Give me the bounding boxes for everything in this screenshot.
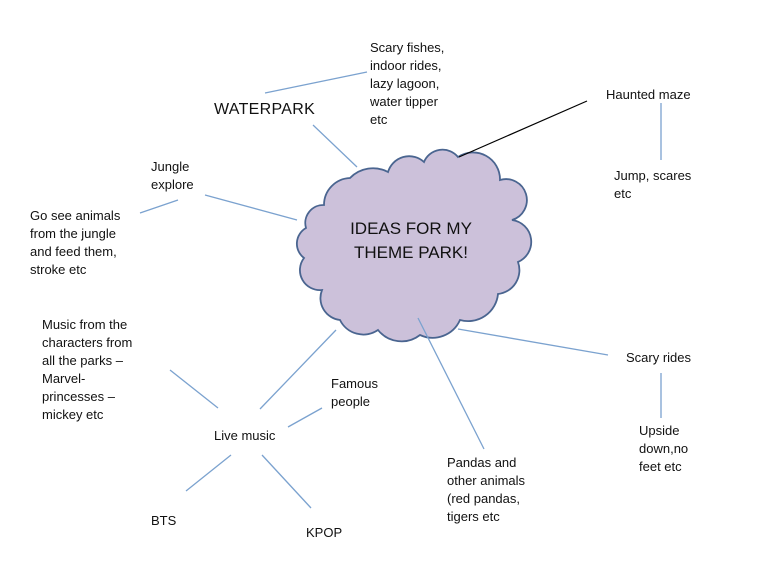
line-music-details [169,369,219,409]
label-jungle-details: Go see animals from the jungle and feed … [30,208,121,277]
cloud-fill [296,149,532,342]
line-cloud-pandas [417,317,485,450]
line-jungle-cloud [204,194,298,221]
line-waterpark-details [264,71,368,94]
label-pandas: Pandas and other animals (red pandas, ti… [447,455,526,524]
label-bts: BTS [151,513,177,528]
line-famous-people [287,407,323,428]
label-famous-people: Famous people [331,376,378,409]
label-scary-rides: Scary rides [626,350,692,365]
line-cloud-haunted-maze [458,100,588,158]
label-kpop: KPOP [306,525,343,540]
label-jungle-explore: Jungle explore [151,159,194,192]
line-cloud-live-music [259,329,337,410]
label-live-music: Live music [214,428,276,443]
central-cloud [295,148,533,343]
line-cloud-scary-rides [457,328,609,356]
line-live-music-kpop [261,454,312,509]
cloud-outline [295,148,533,343]
central-title: IDEAS FOR MY THEME PARK! [350,219,472,262]
line-waterpark-cloud [312,124,358,168]
label-waterpark: WATERPARK [214,101,316,118]
line-jungle-details [139,199,179,214]
line-live-music-bts [185,454,232,492]
label-music-details: Music from the characters from all the p… [42,317,133,422]
label-haunted-maze: Haunted maze [606,87,691,102]
label-scary-rides-details: Upside down,no feet etc [639,423,689,474]
label-waterpark-details: Scary fishes, indoor rides, lazy lagoon,… [370,40,445,127]
label-haunted-maze-details: Jump, scares etc [614,168,692,201]
